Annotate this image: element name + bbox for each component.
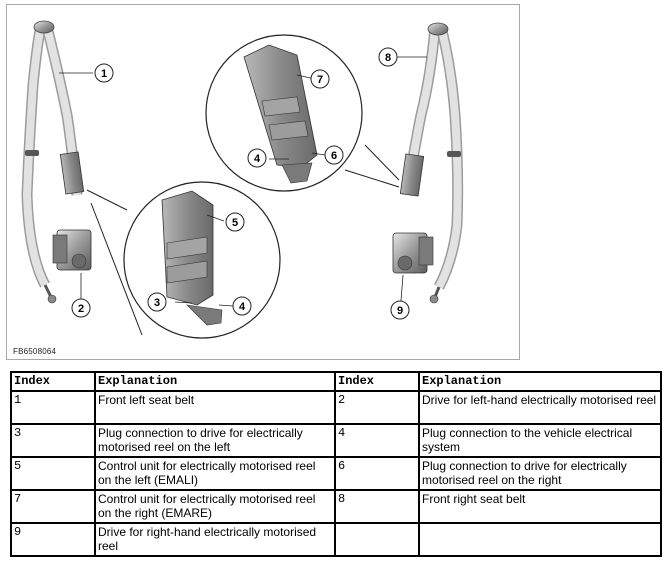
explanation-cell: Front right seat belt (418, 489, 662, 524)
callout-circle (71, 298, 91, 318)
callout-number: 4 (239, 301, 246, 313)
table-row: 5 Control unit for electrically motorise… (10, 456, 662, 491)
index-cell (334, 522, 420, 557)
index-cell: 5 (10, 456, 96, 491)
seat-belt-diagram: 1 2 3 4 5 7 4 6 8 9 FB6508064 (6, 4, 520, 360)
callout-number: 2 (78, 303, 84, 315)
callout-number: 5 (232, 217, 238, 229)
callout-8: 8 (378, 47, 398, 67)
explanation-cell: Drive for left-hand electrically motoris… (418, 390, 662, 425)
callout-circle (378, 47, 398, 67)
index-cell: 6 (334, 456, 420, 491)
explanation-cell: Plug connection to drive for electricall… (418, 456, 662, 491)
header-index-right: Index (334, 371, 420, 392)
table-row: 7 Control unit for electrically motorise… (10, 489, 662, 524)
index-cell: 1 (10, 390, 96, 425)
explanation-cell: Plug connection to the vehicle electrica… (418, 423, 662, 458)
callout-5: 5 (225, 212, 245, 232)
index-cell: 2 (334, 390, 420, 425)
explanation-cell: Drive for right-hand electrically motori… (94, 522, 336, 557)
explanation-cell: Front left seat belt (94, 390, 336, 425)
callout-layer: 1 2 3 4 5 7 4 6 8 9 (71, 47, 410, 320)
header-explanation-left: Explanation (94, 371, 336, 392)
callout-4: 4 (247, 148, 267, 168)
left-seat-belt (21, 20, 92, 304)
callout-number: 4 (254, 153, 261, 165)
callout-circle (247, 148, 267, 168)
explanation-cell: Control unit for electrically motorised … (94, 489, 336, 524)
callout-number: 9 (397, 305, 403, 317)
callout-circle (94, 63, 114, 83)
right-seat-belt (392, 22, 464, 304)
callout-4: 4 (232, 296, 252, 316)
legend-table: Index Explanation Index Explanation 1 Fr… (10, 371, 662, 557)
index-cell: 4 (334, 423, 420, 458)
callout-9: 9 (390, 300, 410, 320)
table-row: 9 Drive for right-hand electrically moto… (10, 522, 662, 557)
callout-number: 1 (101, 68, 107, 80)
index-cell: 9 (10, 522, 96, 557)
callout-number: 8 (385, 52, 391, 64)
callout-number: 3 (154, 297, 160, 309)
callout-7: 7 (310, 69, 330, 89)
callout-number: 6 (331, 150, 337, 162)
header-index-left: Index (10, 371, 96, 392)
table-row: 3 Plug connection to drive for electrica… (10, 423, 662, 458)
callout-circle (147, 292, 167, 312)
callout-circle (310, 69, 330, 89)
callout-circle (390, 300, 410, 320)
index-cell: 8 (334, 489, 420, 524)
index-cell: 3 (10, 423, 96, 458)
callout-3: 3 (147, 292, 167, 312)
callout-1: 1 (94, 63, 114, 83)
figure-id-label: FB6508064 (13, 347, 57, 356)
explanation-cell (418, 522, 662, 557)
callout-6: 6 (324, 145, 344, 165)
callout-circle (232, 296, 252, 316)
header-explanation-right: Explanation (418, 371, 662, 392)
callout-circle (324, 145, 344, 165)
callout-2: 2 (71, 298, 91, 318)
callout-circle (225, 212, 245, 232)
table-row: 1 Front left seat belt 2 Drive for left-… (10, 390, 662, 425)
legend-header-row: Index Explanation Index Explanation (10, 371, 662, 392)
explanation-cell: Plug connection to drive for electricall… (94, 423, 336, 458)
explanation-cell: Control unit for electrically motorised … (94, 456, 336, 491)
index-cell: 7 (10, 489, 96, 524)
callout-number: 7 (317, 74, 323, 86)
